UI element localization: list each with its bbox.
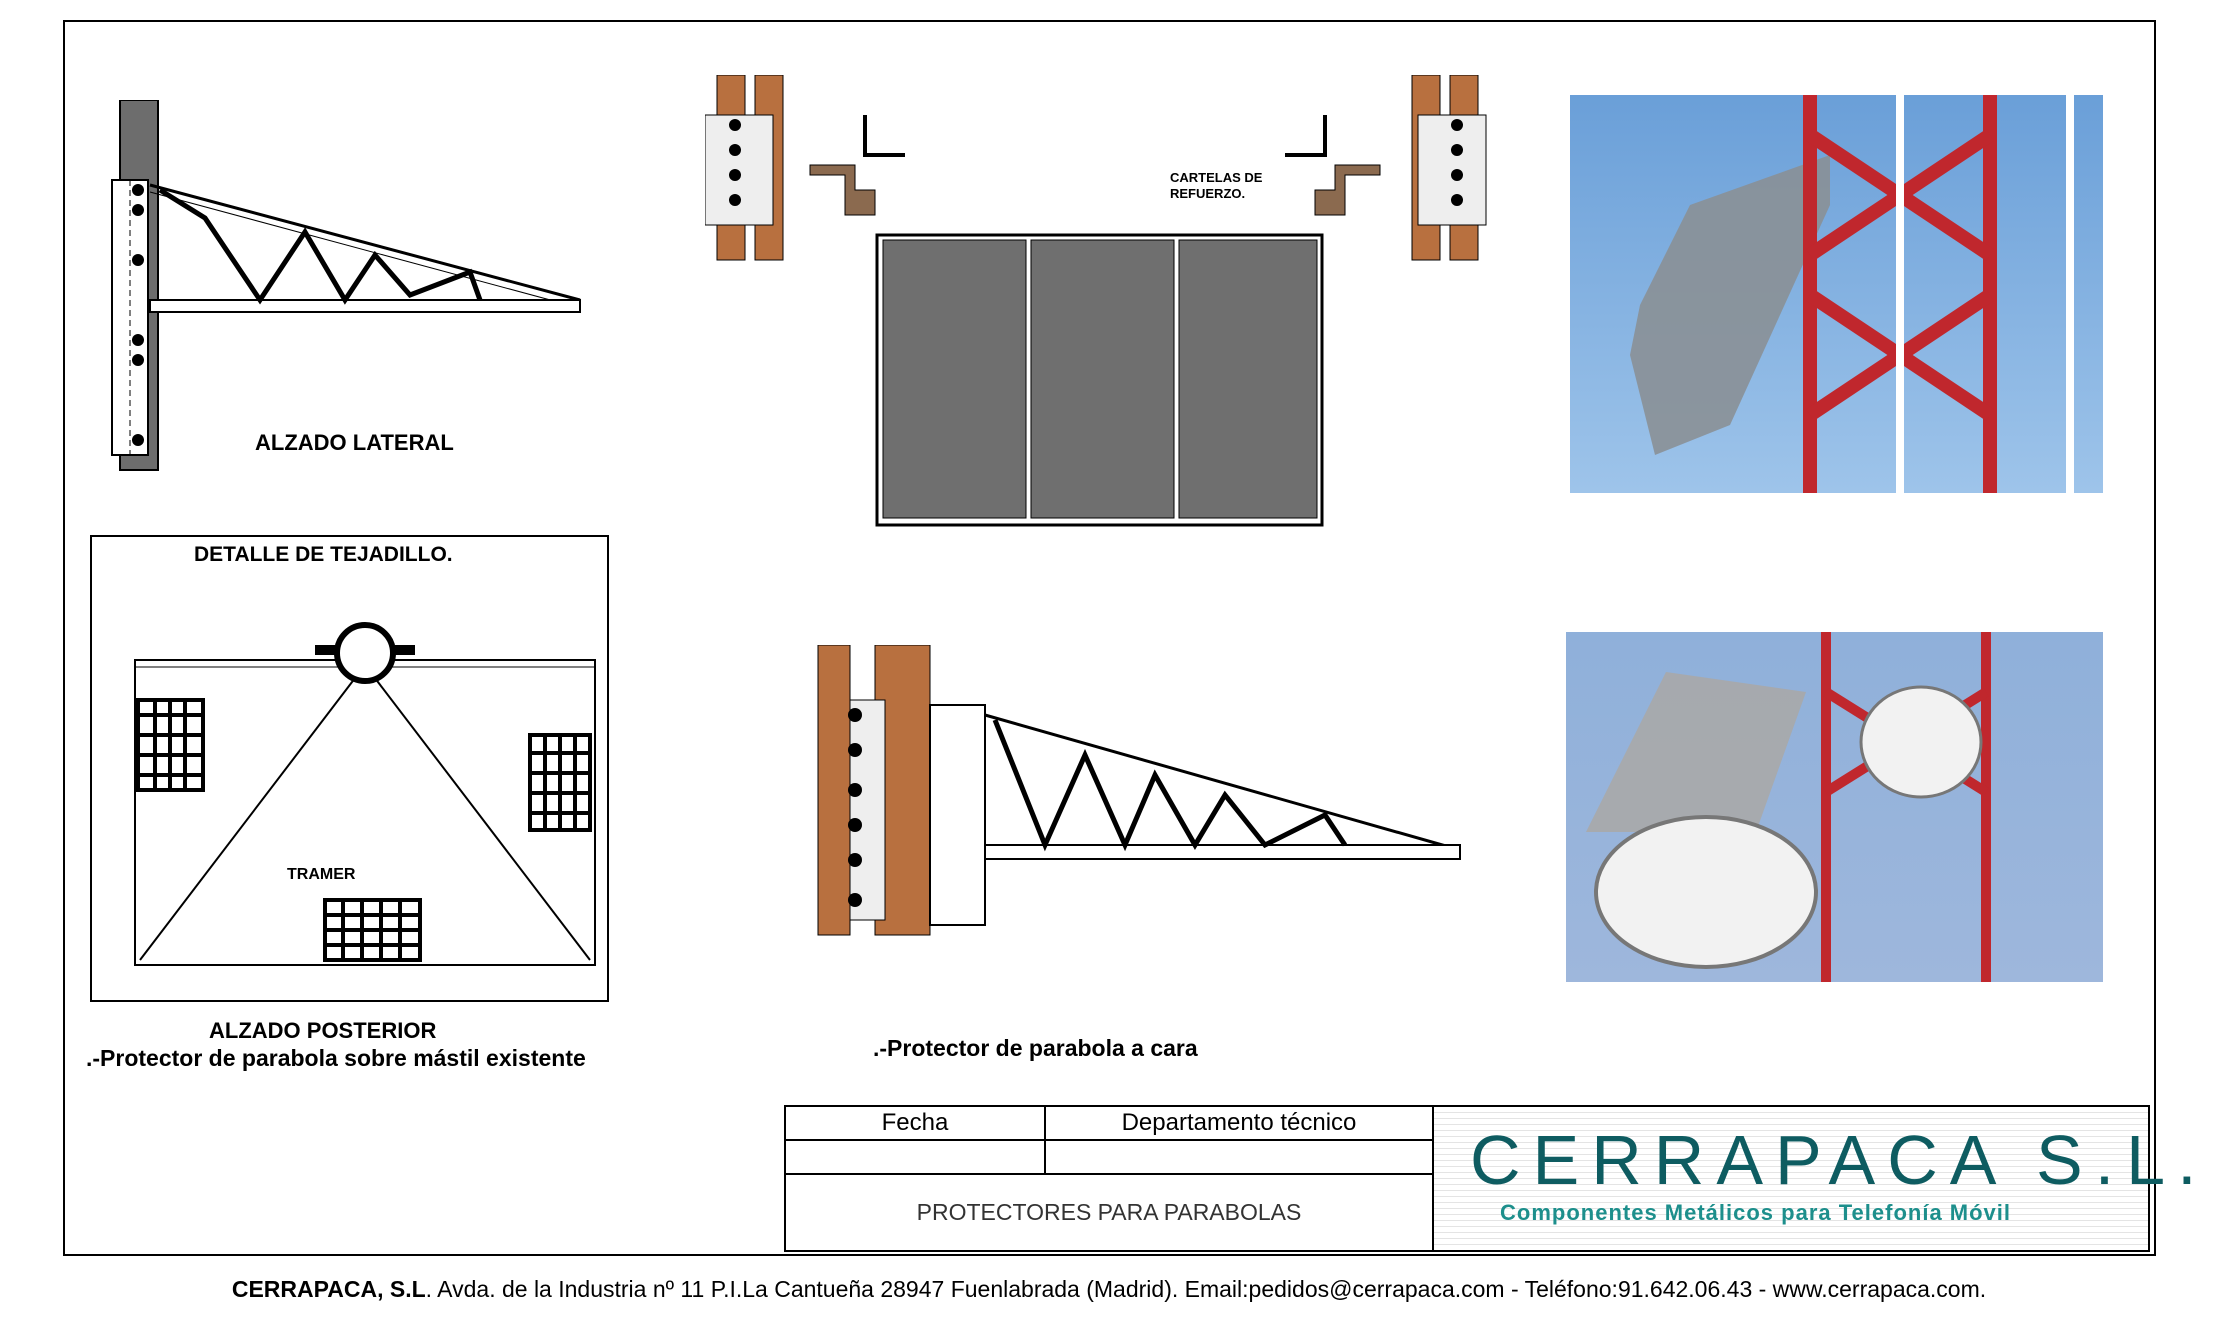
- tower-photo-top: [1570, 95, 2103, 493]
- label-detalle-tejadillo: DETALLE DE TEJADILLO.: [194, 543, 453, 566]
- label-alzado-lateral: ALZADO LATERAL: [255, 430, 454, 455]
- label-cartelas-2: REFUERZO.: [1170, 186, 1246, 201]
- footer-address: CERRAPACA, S.L. Avda. de la Industria nº…: [0, 1276, 2218, 1303]
- departamento-value: [1044, 1139, 1434, 1175]
- caption-protector-mastil: .-Protector de parabola sobre mástil exi…: [86, 1045, 586, 1071]
- front-view-drawing: [705, 75, 1487, 527]
- company-tagline: Componentes Metálicos para Telefonía Móv…: [1500, 1200, 2012, 1225]
- cara-side-drawing: [817, 645, 1461, 936]
- tower-photo-bottom: [1566, 632, 2103, 982]
- drawing-sheet-border: [63, 20, 2156, 1256]
- detalle-tejadillo-box: [90, 535, 609, 1002]
- alzado-lateral-drawing: [111, 100, 581, 471]
- fecha-value: [784, 1139, 1046, 1175]
- tramer-mesh-bottom: [323, 898, 422, 962]
- logo-box: [1432, 1105, 2150, 1252]
- fecha-header: Fecha: [784, 1105, 1046, 1141]
- title-block: Fecha Departamento técnico PROTECTORES P…: [784, 1105, 2150, 1252]
- label-tramer: TRAMER: [287, 866, 356, 883]
- project-title: PROTECTORES PARA PARABOLAS: [784, 1173, 1434, 1252]
- company-logo-name: CERRAPACA S.L.: [1470, 1121, 2209, 1199]
- footer-company: CERRAPACA, S.L: [231, 1276, 426, 1302]
- departamento-header: Departamento técnico: [1044, 1105, 1434, 1141]
- label-alzado-posterior: ALZADO POSTERIOR: [209, 1018, 437, 1043]
- footer-details: . Avda. de la Industria nº 11 P.I.La Can…: [425, 1276, 1987, 1302]
- tramer-mesh-left: [136, 698, 205, 792]
- alzado-posterior-drawing: [134, 622, 596, 966]
- caption-protector-cara: .-Protector de parabola a cara: [873, 1035, 1198, 1061]
- tramer-mesh-right: [528, 733, 592, 832]
- label-cartelas-1: CARTELAS DE: [1170, 170, 1263, 185]
